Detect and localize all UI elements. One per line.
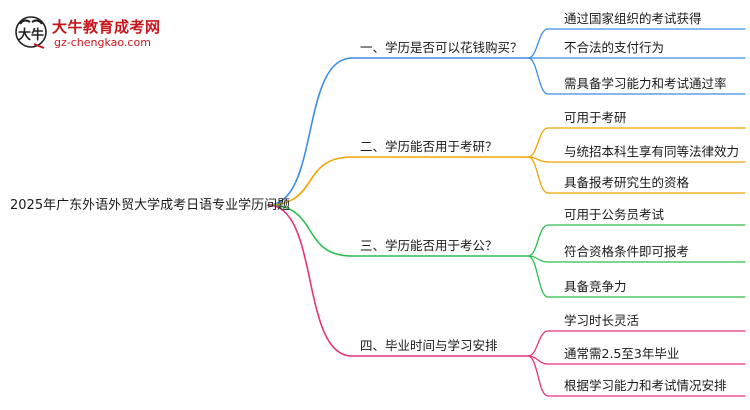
- logo-title: 大牛教育成考网: [52, 18, 161, 36]
- leaf-label: 通常需2.5至3年毕业: [564, 346, 679, 361]
- branch-topics: 一、学历是否可以花钱购买？ 二、学历能否用于考研？ 三、学历能否用于考公？ 四、毕业时…: [360, 40, 523, 353]
- branch-label: 四、毕业时间与学习安排: [360, 338, 498, 353]
- leaf-label: 学习时长灵活: [564, 313, 639, 328]
- branch-to-leaf-line: [527, 57, 549, 95]
- leaf-label: 通过国家组织的考试获得: [564, 11, 702, 26]
- bull-logo-icon: 大牛: [15, 16, 47, 49]
- connector-lines: [267, 28, 549, 397]
- root-topic: 2025年广东外语外贸大学成考日语专业学历问题: [10, 197, 290, 213]
- leaf-label: 具备报考研究生的资格: [564, 175, 690, 190]
- branch-to-leaf-line: [527, 255, 549, 298]
- branch-to-leaf-line: [527, 127, 549, 158]
- svg-text:大牛: 大牛: [18, 27, 44, 43]
- branch-to-leaf-line: [527, 355, 549, 397]
- leaf-topics: 通过国家组织的考试获得不合法的支付行为需具备学习能力和考试通过率可用于考研与统招…: [564, 11, 739, 393]
- branch-label: 一、学历是否可以花钱购买？: [360, 40, 523, 55]
- root-to-branch-line: [267, 204, 353, 257]
- logo-url: gz-chengkao.com: [54, 36, 151, 49]
- leaf-label: 不合法的支付行为: [564, 40, 664, 55]
- leaf-label: 可用于公务员考试: [564, 207, 665, 222]
- leaf-label: 需具备学习能力和考试通过率: [564, 76, 727, 91]
- branch-to-leaf-line: [527, 224, 549, 257]
- leaf-label: 符合资格条件即可报考: [564, 244, 689, 259]
- root-to-branch-line: [267, 57, 353, 206]
- root-to-branch-line: [267, 204, 353, 357]
- leaf-label: 可用于考研: [564, 110, 627, 125]
- leaf-label: 具备竞争力: [564, 279, 627, 294]
- root-to-branch-line: [267, 156, 353, 206]
- leaf-label: 根据学习能力和考试情况安排: [564, 378, 727, 393]
- branch-label: 三、学历能否用于考公？: [360, 238, 498, 253]
- leaf-label: 与统招本科生享有同等法律效力: [564, 144, 739, 159]
- site-logo: 大牛 大牛教育成考网 gz-chengkao.com: [14, 14, 174, 54]
- branch-to-leaf-line: [527, 28, 549, 59]
- branch-label: 二、学历能否用于考研？: [360, 139, 498, 154]
- branch-to-leaf-line: [527, 156, 549, 194]
- underlines: [351, 28, 746, 397]
- branch-to-leaf-line: [527, 330, 549, 357]
